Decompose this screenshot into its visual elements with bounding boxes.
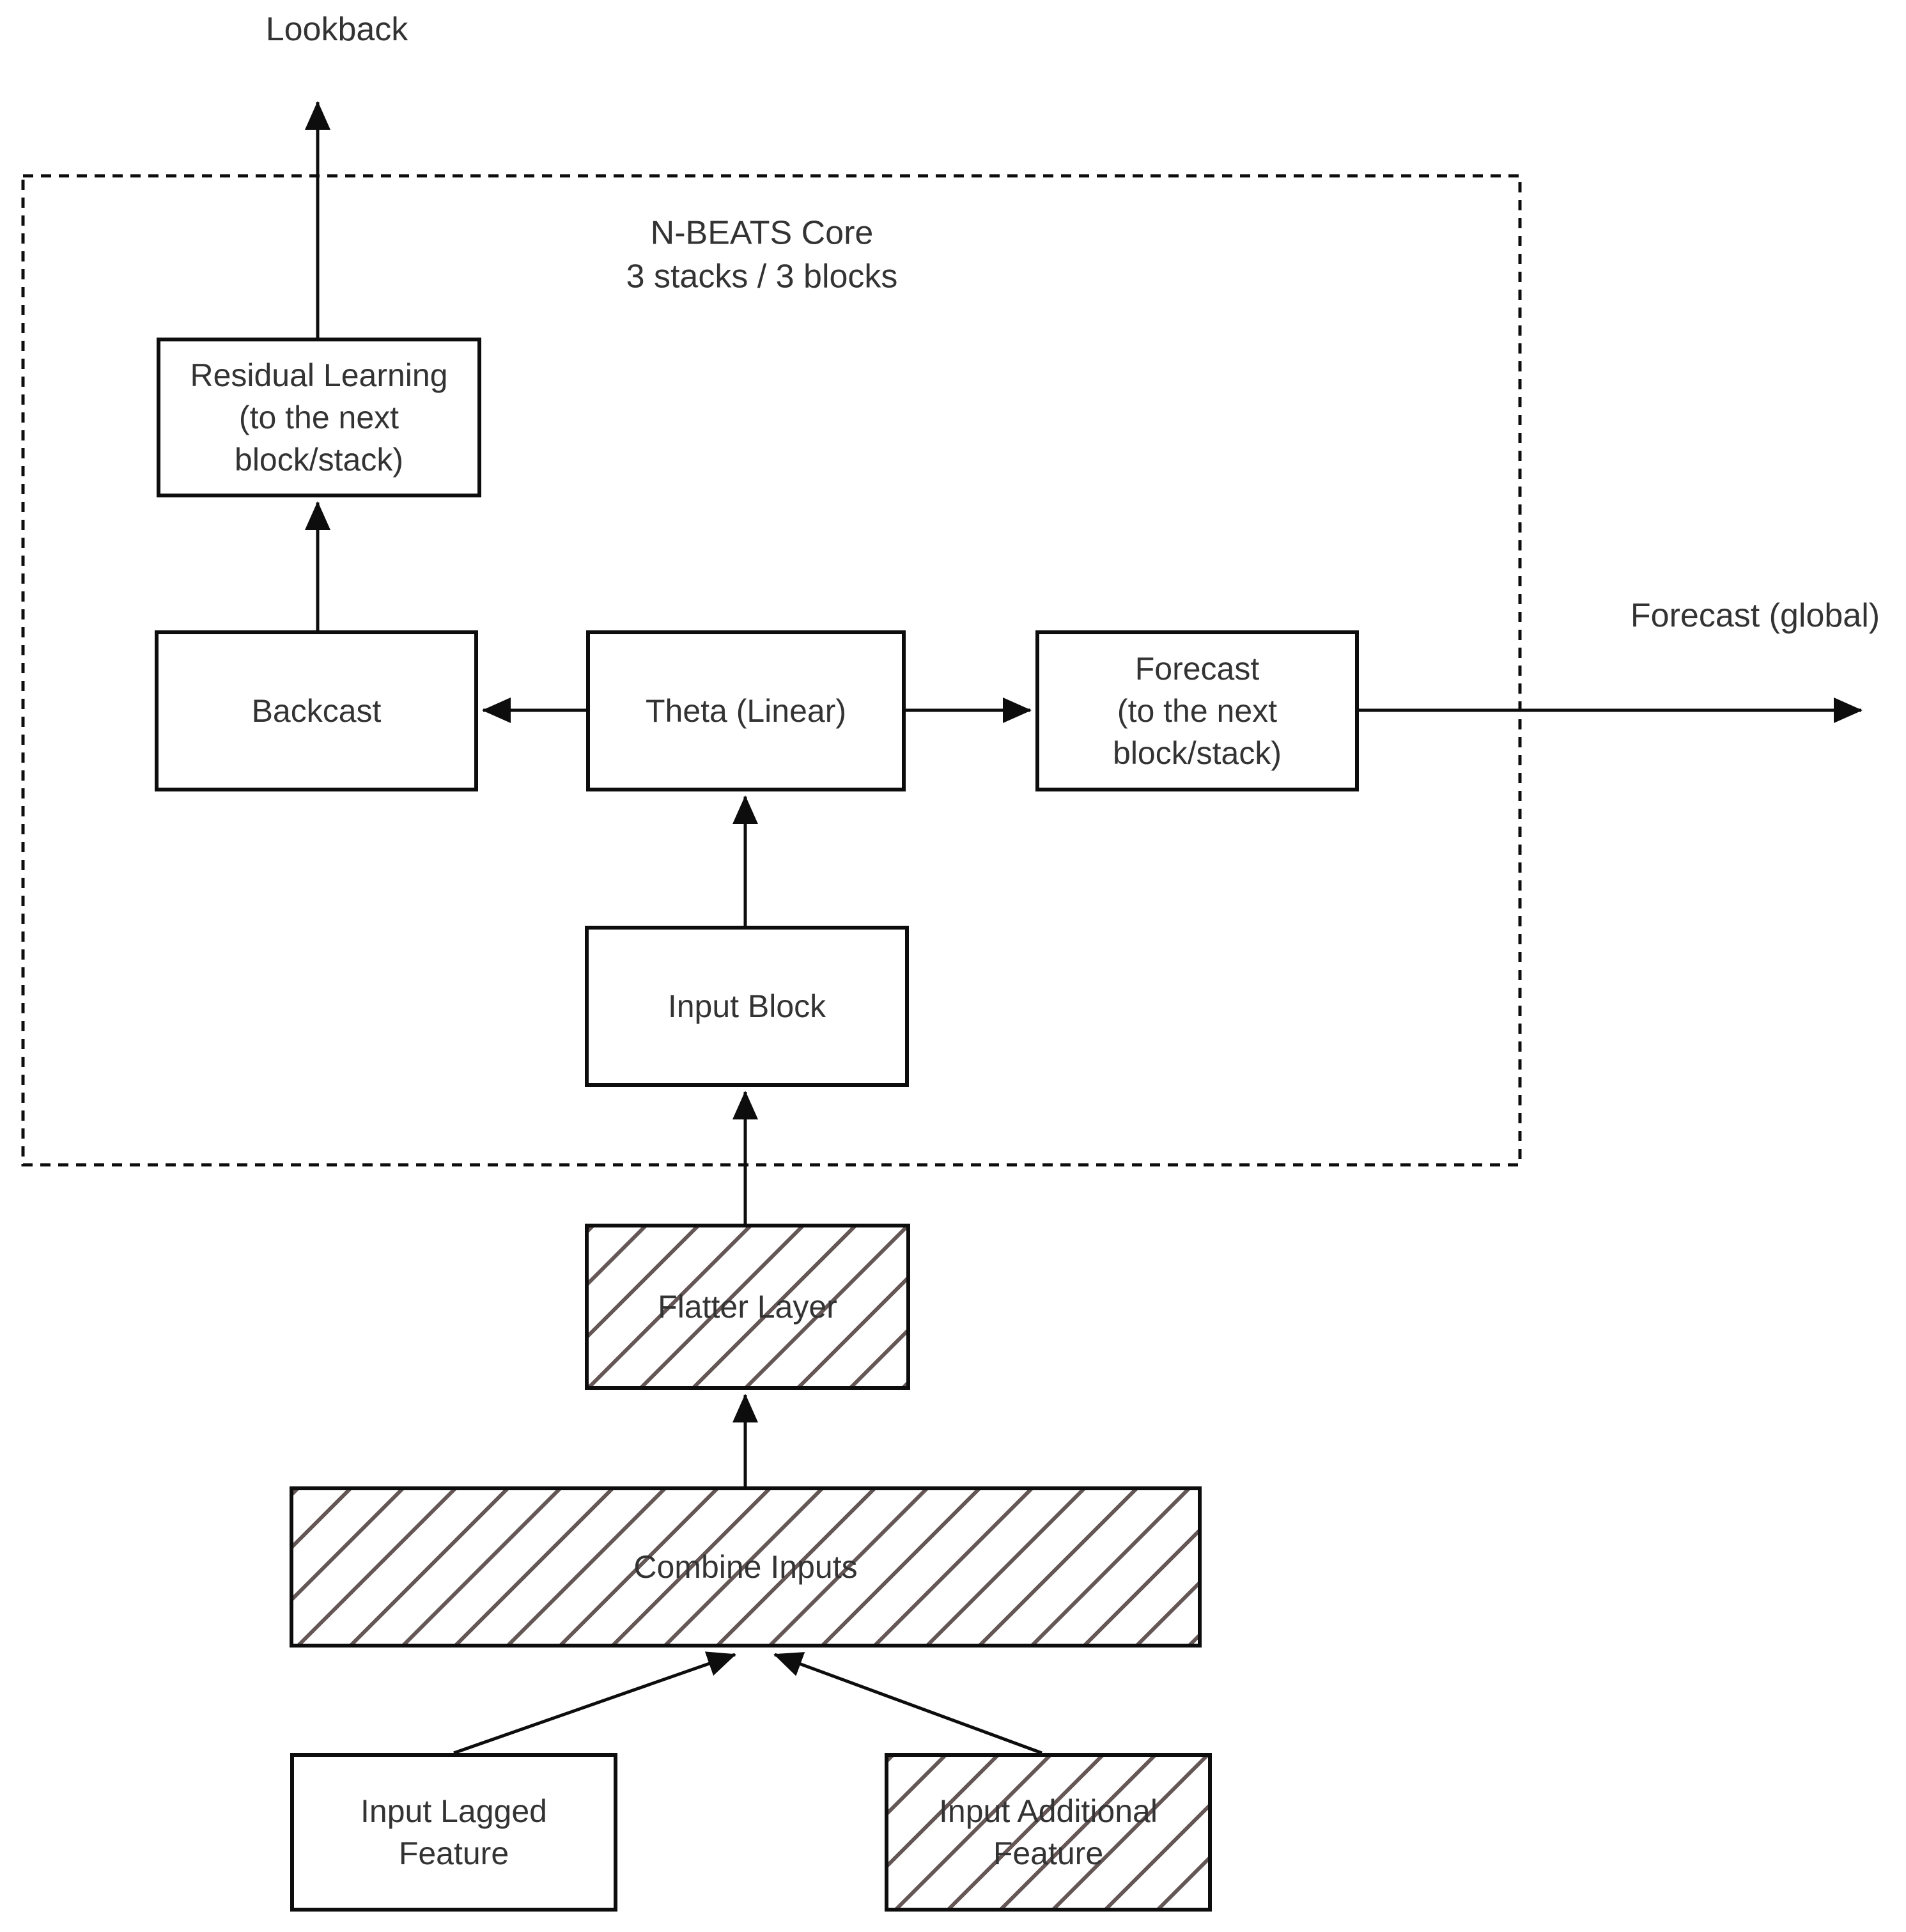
node-input-lagged-feature: Input Lagged Feature (290, 1753, 617, 1912)
arrow-lagged-to-combine (453, 1651, 736, 1755)
node-combine-inputs: Combine Inputs (290, 1486, 1202, 1648)
node-residual-learning: Residual Learning (to the next block/sta… (157, 338, 481, 497)
node-combine-inputs-label: Combine Inputs (633, 1549, 858, 1585)
node-backcast: Backcast (155, 630, 478, 791)
nbeats-core-boundary (21, 174, 1522, 1167)
node-forecast: Forecast (to the next block/stack) (1035, 630, 1359, 791)
node-residual-learning-label: Residual Learning (to the next block/sta… (190, 357, 448, 478)
node-forecast-label: Forecast (to the next block/stack) (1113, 651, 1282, 771)
forecast-global-label: Forecast (global) (1630, 597, 1880, 634)
node-theta-linear-label: Theta (Linear) (645, 693, 847, 729)
node-input-block-label: Input Block (667, 988, 826, 1024)
core-title-line2: 3 stacks / 3 blocks (626, 258, 898, 295)
arrow-additional-to-combine (773, 1652, 1042, 1755)
node-input-additional-feature-label: Input Additional Feature (939, 1793, 1158, 1871)
node-input-block: Input Block (585, 926, 909, 1087)
node-backcast-label: Backcast (251, 693, 382, 729)
lookback-label: Lookback (265, 11, 408, 48)
core-title-line1: N-BEATS Core (650, 214, 874, 252)
core-title: N-BEATS Core 3 stacks / 3 blocks (626, 212, 898, 298)
node-input-additional-feature: Input Additional Feature (885, 1753, 1212, 1912)
node-flatter-layer-label: Flatter Layer (658, 1289, 837, 1325)
node-flatter-layer: Flatter Layer (585, 1224, 910, 1390)
node-theta-linear: Theta (Linear) (586, 630, 906, 791)
node-input-lagged-feature-label: Input Lagged Feature (360, 1793, 547, 1871)
